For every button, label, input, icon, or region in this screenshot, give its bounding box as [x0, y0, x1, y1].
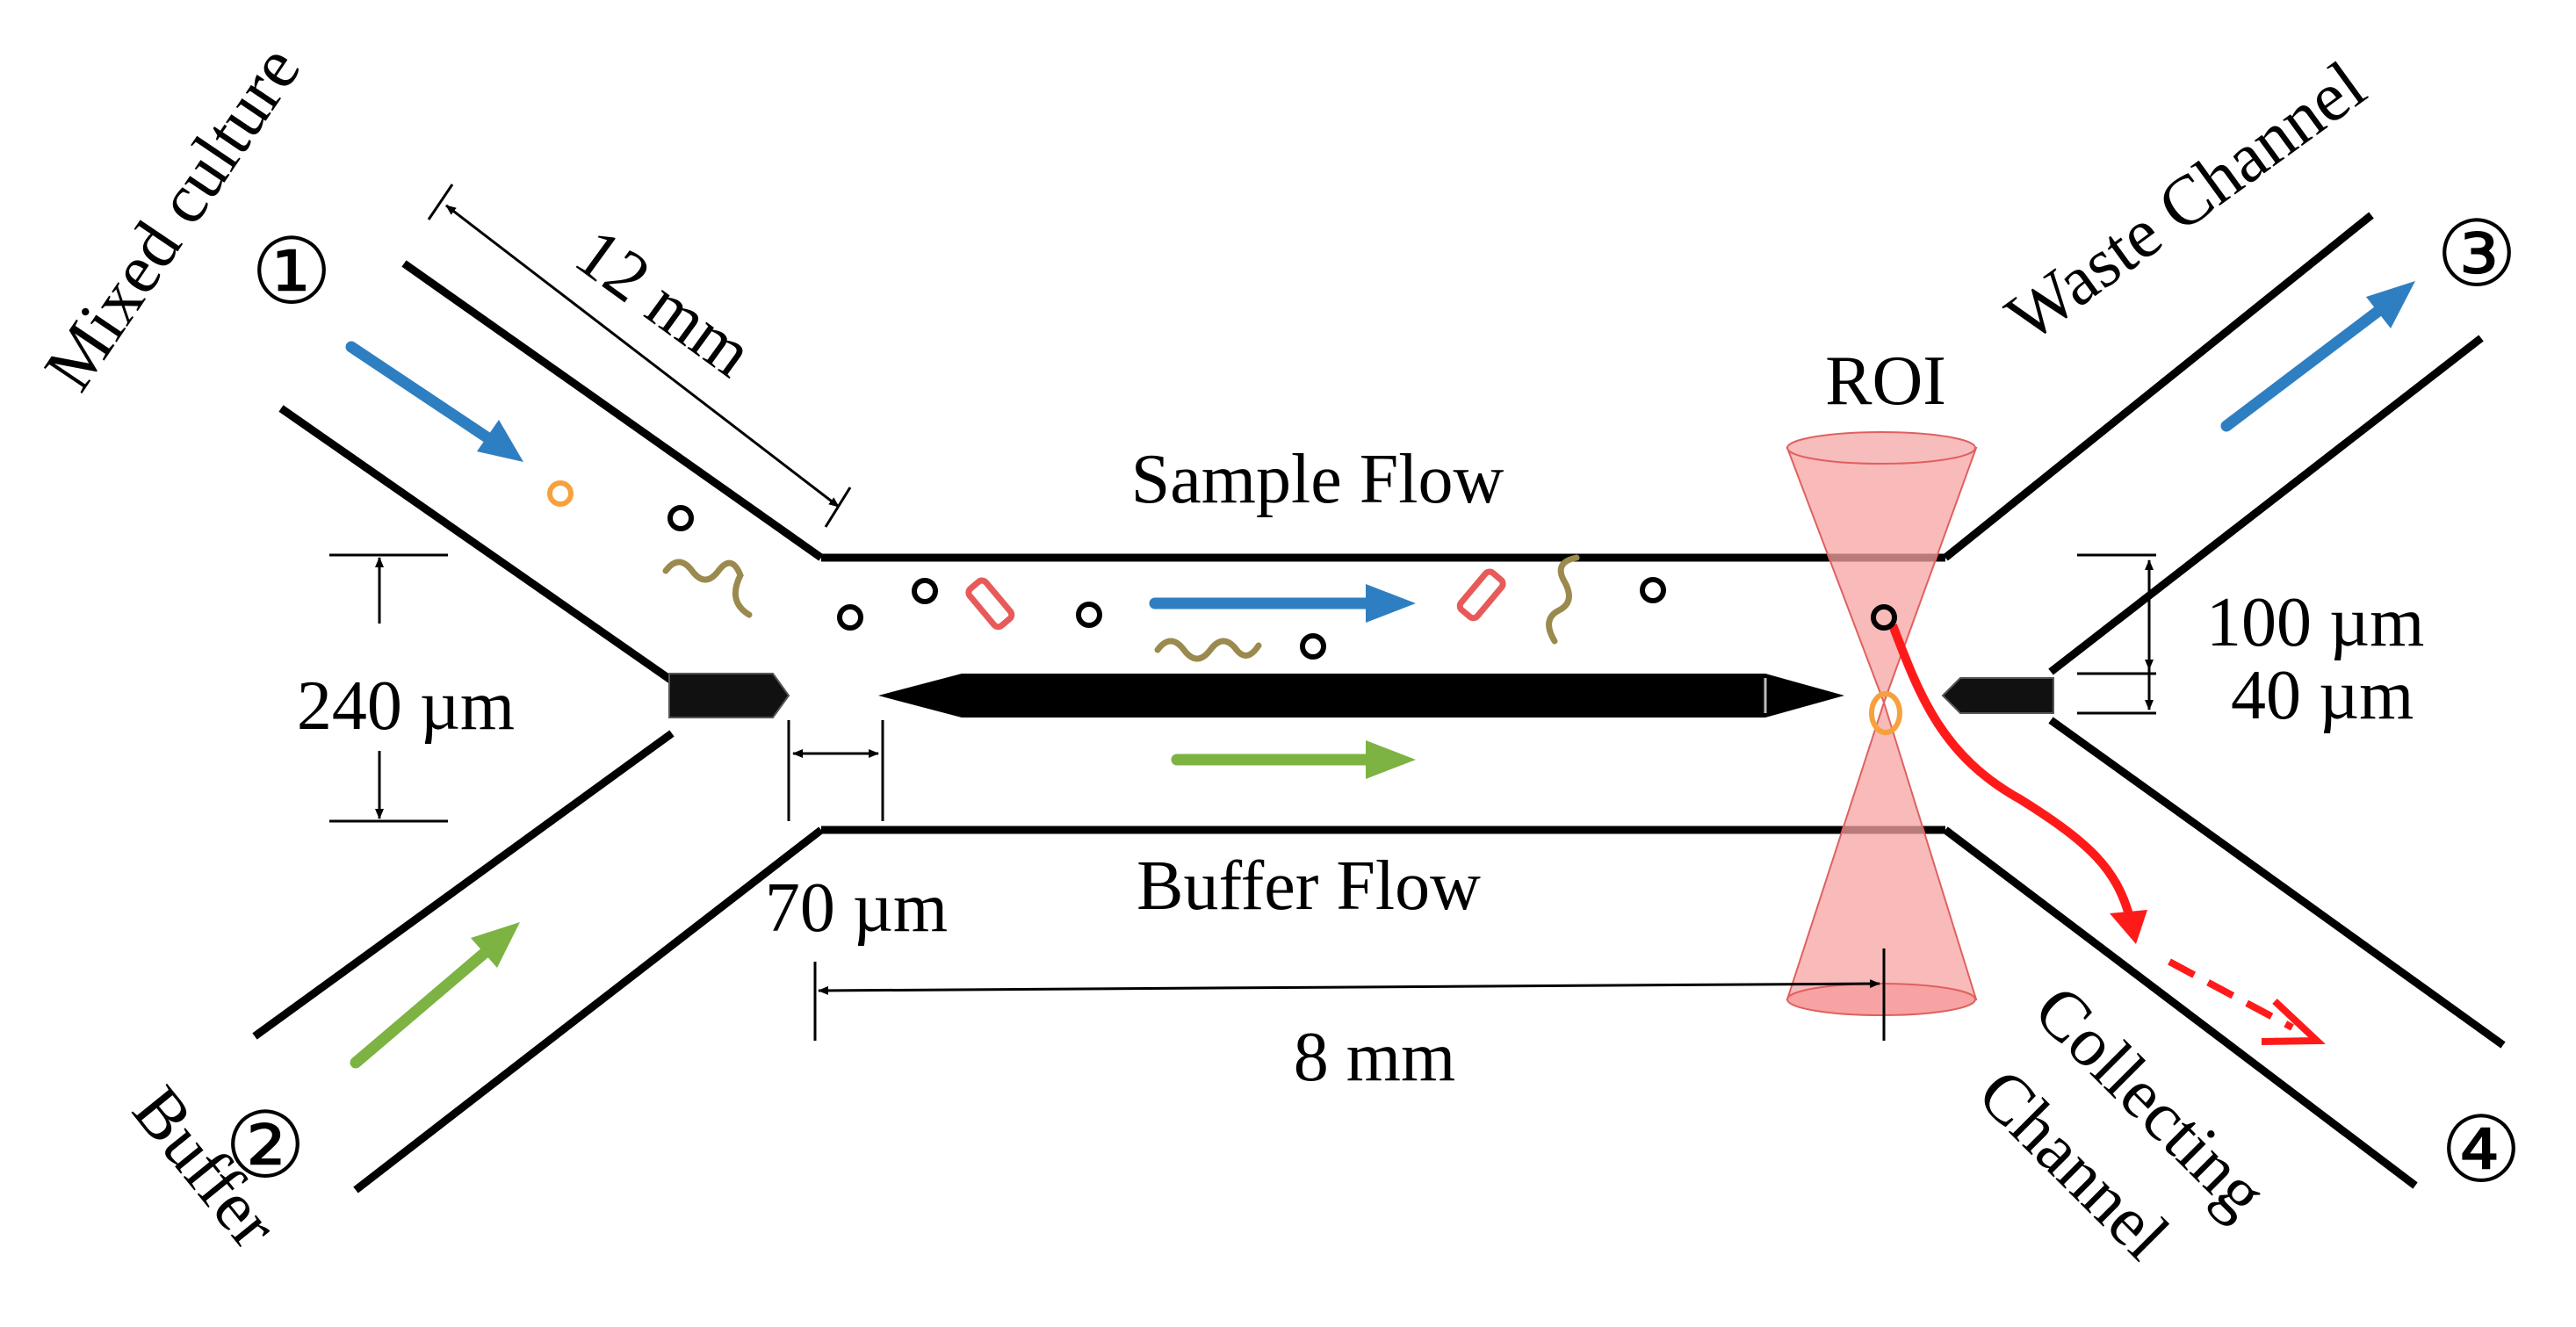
orange-ring-particle — [547, 480, 574, 507]
dim-100um-label: 100 µm — [2206, 584, 2424, 661]
red-arrowhead-open — [2261, 999, 2326, 1045]
dim-12mm-label: 12 mm — [561, 213, 766, 392]
olive-squiggle-particle — [1154, 638, 1262, 662]
black-ring-particle — [912, 578, 938, 604]
black-ring-particle — [1640, 577, 1666, 603]
channel-walls — [252, 212, 2506, 1194]
blue-arrow-inlet1 — [345, 341, 523, 462]
outlet-splitter-tip — [1941, 677, 2054, 714]
sorted-particle-path — [1888, 624, 2326, 1045]
green-arrow-main — [1171, 740, 1416, 779]
black-ring-particle — [667, 505, 694, 531]
roi-laser-focus — [1786, 431, 1978, 1016]
dim-70um-label: 70 µm — [765, 869, 948, 947]
particles — [547, 480, 1902, 735]
roi-lower-cone — [1786, 699, 1978, 1000]
main-divider-bar — [878, 674, 1844, 718]
buffer-flow-label: Buffer Flow — [1136, 847, 1481, 925]
inlet-splitter-tip — [668, 673, 790, 718]
blue-arrow-main — [1149, 584, 1416, 623]
outlet4-inner-wall — [2048, 717, 2506, 1049]
inlet2-inner-wall — [252, 730, 675, 1040]
dim-12mm-tick-top — [427, 184, 454, 220]
olive-squiggle-particle — [662, 559, 753, 618]
flow-divider — [668, 673, 2054, 718]
black-ring-particle — [837, 604, 863, 631]
black-ring-particle — [1300, 633, 1326, 660]
inlet1-marker: ① — [250, 222, 332, 323]
dim-40um-label: 40 µm — [2231, 657, 2414, 734]
olive-squiggle-particle — [1546, 554, 1580, 645]
dim-240um-label: 240 µm — [297, 667, 515, 745]
roi-lower-ellipse — [1786, 983, 1976, 1016]
outlet3-inner-wall — [2048, 335, 2484, 675]
red-rod-particle — [1456, 568, 1506, 622]
outlet4-outer-wall — [1943, 826, 2418, 1189]
dim-8mm-label: 8 mm — [1294, 1019, 1455, 1096]
dimension-lines — [329, 184, 2156, 1041]
green-arrow-inlet2 — [350, 922, 520, 1069]
red-rod-particle — [965, 577, 1015, 631]
red-dashed-path — [2168, 958, 2294, 1031]
inlet1-name: Mixed culture — [30, 32, 315, 404]
roi-upper-cone — [1786, 447, 1978, 705]
outlet3-marker: ③ — [2435, 205, 2517, 306]
inlet2-outer-wall — [353, 826, 824, 1194]
roi-upper-ellipse — [1786, 431, 1976, 465]
roi-label: ROI — [1825, 343, 1946, 420]
blue-arrow-outlet3 — [2220, 281, 2415, 432]
inlet2-marker: ② — [224, 1096, 306, 1197]
outlet3-outer-wall — [1943, 212, 2374, 561]
black-ring-particle — [1871, 604, 1897, 631]
red-arrowhead-solid — [2110, 910, 2147, 944]
sample-flow-label: Sample Flow — [1131, 441, 1504, 518]
orange-ring-particle — [1869, 691, 1902, 735]
inlet1-inner-wall — [278, 405, 675, 684]
outlet4-marker: ④ — [2440, 1100, 2522, 1201]
outlet3-name: Waste Channel — [1993, 47, 2379, 357]
dim-12mm-line — [445, 204, 840, 508]
dim-8mm-line — [818, 979, 1880, 995]
black-ring-particle — [1076, 602, 1102, 628]
